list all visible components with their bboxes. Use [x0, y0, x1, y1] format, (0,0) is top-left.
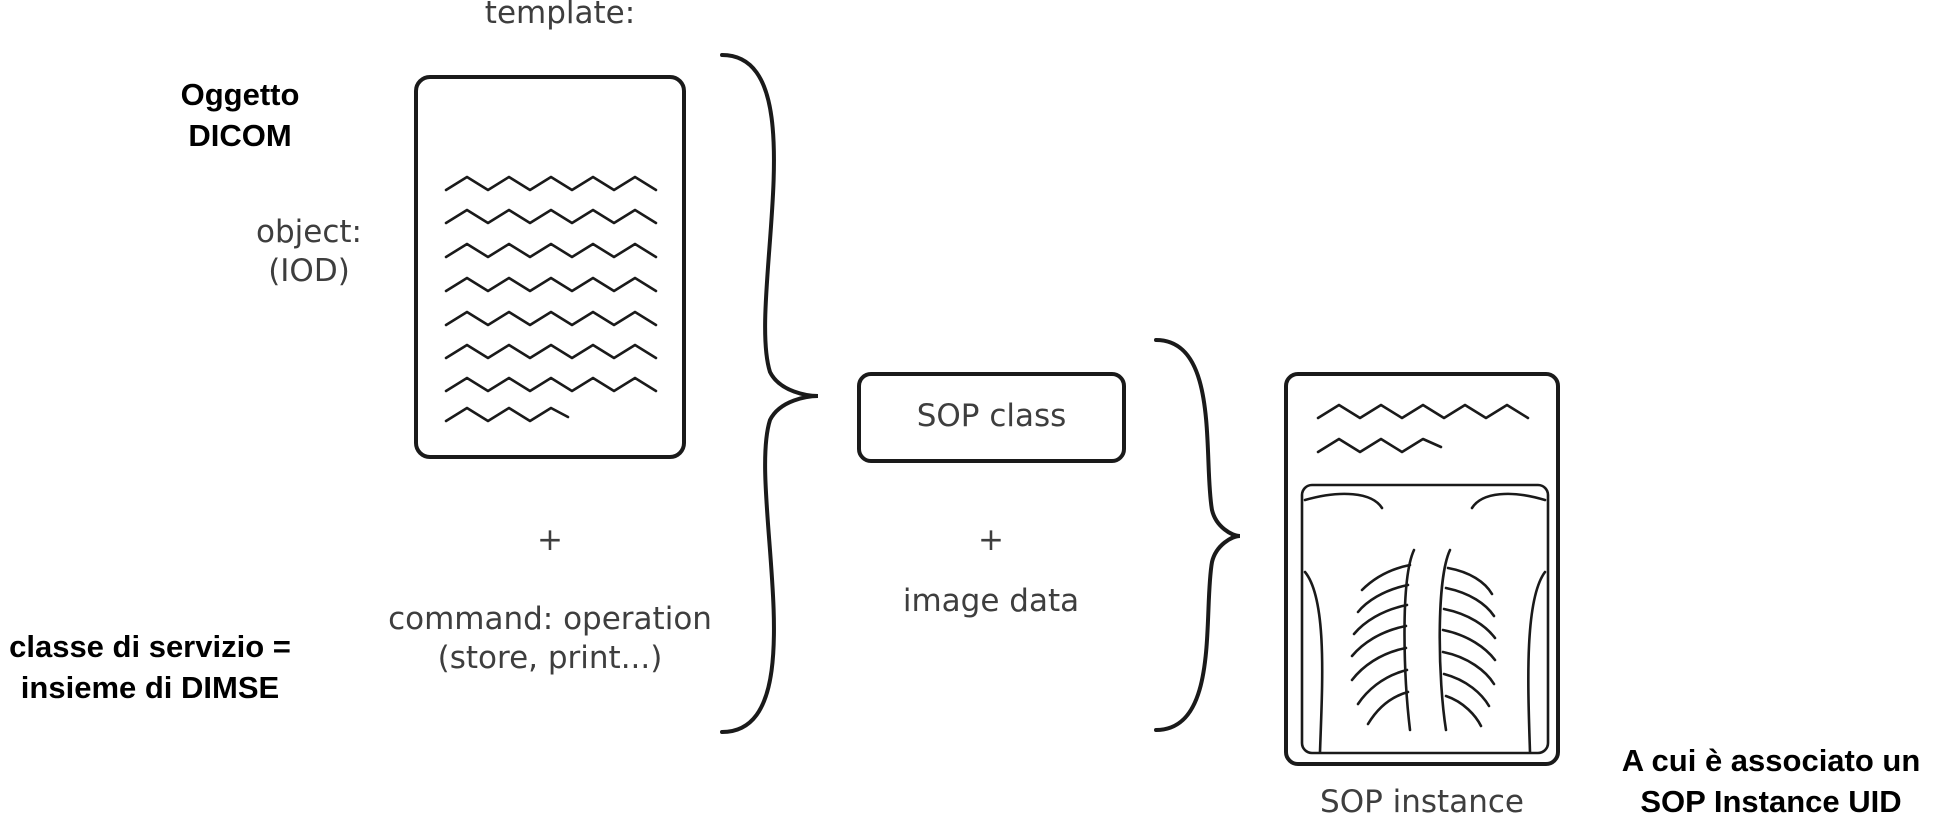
template-label: template:	[484, 0, 636, 31]
annotation-oggetto-line2: DICOM	[188, 118, 292, 154]
xray-image	[1300, 483, 1550, 755]
annotation-uid-line2: SOP Instance UID	[1640, 784, 1902, 820]
left-curly-brace	[720, 53, 819, 734]
sop-class-box	[857, 372, 1126, 463]
object-label: object: (IOD)	[214, 213, 404, 291]
sop-instance-document	[1284, 372, 1560, 766]
sop-instance-text-squiggles	[1316, 403, 1530, 454]
annotation-classe-line1: classe di servizio =	[9, 629, 291, 664]
xray-torso-left	[1303, 570, 1324, 754]
annotation-uid-line1: A cui è associato un	[1621, 743, 1921, 778]
iod-template-document	[414, 75, 686, 459]
annotation-oggetto-dicom: Oggetto DICOM	[140, 74, 340, 156]
xray-torso-right	[1527, 570, 1547, 754]
sop-instance-frame	[1284, 372, 1560, 766]
xray-ribs-left	[1350, 548, 1416, 732]
command-label-line1: command: operation	[388, 601, 712, 637]
xray-shoulder-right	[1470, 492, 1547, 510]
annotation-oggetto-line1: Oggetto	[180, 77, 300, 112]
object-label-line2: (IOD)	[268, 252, 350, 289]
xray-shoulder-left	[1303, 492, 1384, 510]
command-label-line2: (store, print...)	[437, 639, 663, 676]
annotation-sop-instance-uid: A cui è associato un SOP Instance UID	[1601, 740, 1941, 822]
right-curly-brace	[1154, 338, 1241, 732]
annotation-classe-line2: insieme di DIMSE	[20, 670, 280, 706]
object-label-line1: object:	[256, 214, 362, 250]
xray-ribs-right	[1438, 548, 1497, 732]
iod-document-frame	[414, 75, 686, 459]
annotation-classe-servizio: classe di servizio = insieme di DIMSE	[0, 626, 300, 708]
iod-text-squiggles	[444, 175, 658, 423]
xray-frame	[1300, 483, 1550, 755]
plus-sign-left: +	[537, 522, 563, 558]
image-data-label: image data	[902, 583, 1080, 619]
sop-class-label: SOP class	[916, 398, 1067, 434]
sop-instance-label: SOP instance	[1320, 784, 1524, 820]
command-label: command: operation (store, print...)	[370, 600, 730, 678]
plus-sign-middle: +	[978, 522, 1004, 558]
